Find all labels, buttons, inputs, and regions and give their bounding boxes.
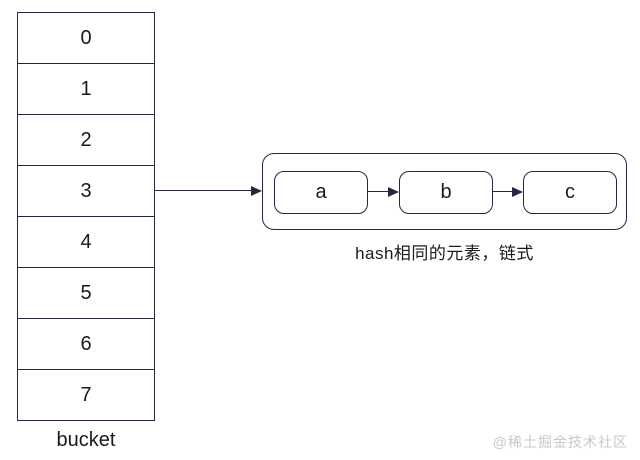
chain-node-value: b [440, 181, 452, 203]
bucket-cell-value: 7 [80, 383, 92, 406]
chain-caption: hash相同的元素，链式 [355, 244, 534, 263]
bucket-cell-value: 2 [80, 128, 92, 151]
arrowhead-icon [388, 187, 399, 197]
bucket-array: 0 1 2 3 4 5 6 7 [17, 12, 155, 421]
bucket-cell-7: 7 [18, 370, 154, 420]
bucket-label: bucket [56, 429, 116, 451]
chain-node-value: c [565, 181, 575, 203]
arrow-line [155, 190, 252, 191]
arrowhead-icon [512, 187, 523, 197]
chain-node-a: a [274, 171, 368, 214]
bucket-cell-5: 5 [18, 268, 154, 319]
bucket-cell-value: 1 [80, 77, 92, 100]
chain-container: a b c [262, 153, 627, 230]
arrow-line [368, 191, 389, 192]
arrowhead-icon [251, 186, 262, 196]
bucket-cell-3: 3 [18, 166, 154, 217]
chain-node-value: a [315, 181, 327, 203]
watermark: @稀土掘金技术社区 [492, 434, 628, 450]
bucket-cell-1: 1 [18, 64, 154, 115]
chain-node-c: c [523, 171, 617, 214]
bucket-cell-value: 0 [80, 26, 92, 49]
bucket-cell-value: 4 [80, 230, 92, 253]
chain-node-b: b [399, 171, 493, 214]
bucket-cell-0: 0 [18, 13, 154, 64]
arrow-line [493, 191, 513, 192]
bucket-cell-value: 5 [80, 281, 92, 304]
bucket-cell-2: 2 [18, 115, 154, 166]
bucket-cell-value: 6 [80, 332, 92, 355]
bucket-cell-value: 3 [80, 179, 92, 202]
bucket-cell-4: 4 [18, 217, 154, 268]
bucket-cell-6: 6 [18, 319, 154, 370]
